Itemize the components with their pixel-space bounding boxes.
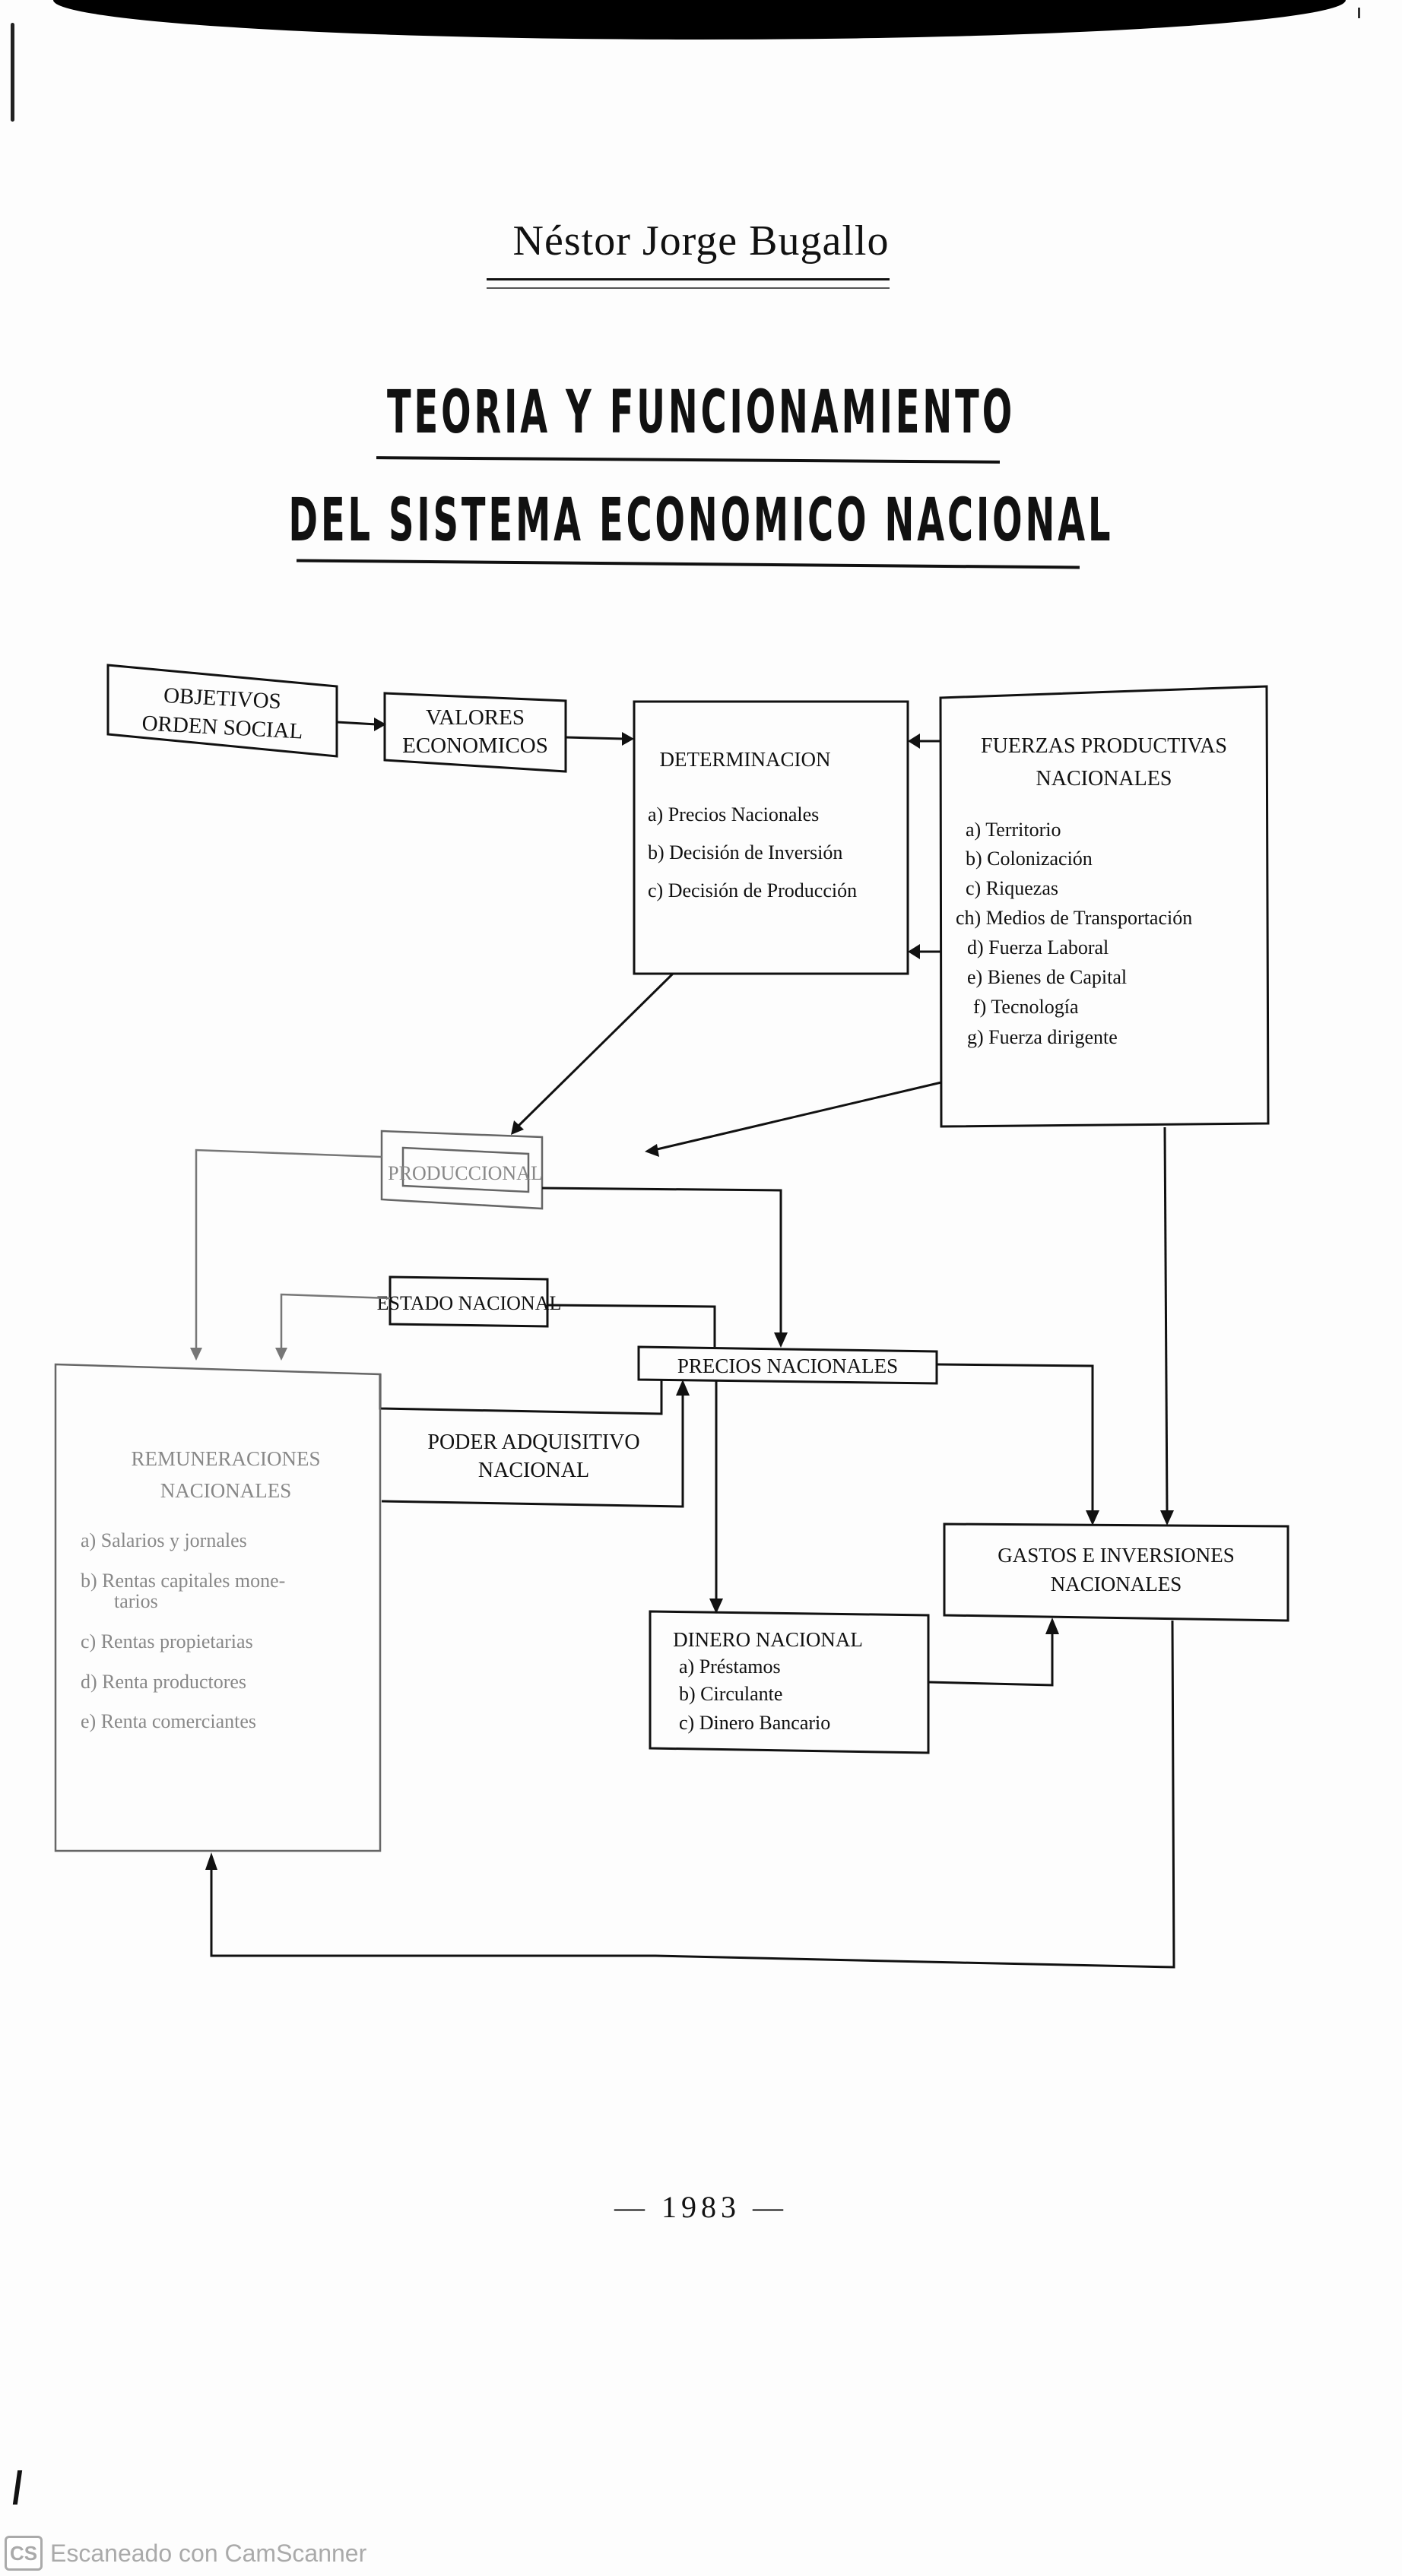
arrow-precios-gastos (936, 1363, 1094, 1513)
arrow-head (645, 1144, 659, 1157)
author-name: Néstor Jorge Bugallo (512, 217, 890, 265)
box-remuneraciones: REMUNERACIONES NACIONALES a) Salarios y … (54, 1363, 382, 1852)
publication-year: — 1983 — (614, 2190, 788, 2224)
remuneraciones-item: b) Rentas capitales mone- (81, 1570, 285, 1592)
fuerzas-item: e) Bienes de Capital (967, 966, 1127, 988)
arrow-head (205, 1852, 217, 1870)
valores-line1: VALORES (426, 705, 525, 730)
box-precios-nacionales: PRECIOS NACIONALES (637, 1345, 938, 1385)
arrow-produccional-remuneraciones (195, 1149, 382, 1349)
author-underline (487, 278, 890, 280)
gastos-line2: NACIONALES (1051, 1573, 1182, 1595)
poder-line2: NACIONAL (478, 1459, 589, 1482)
arrow-head (622, 732, 634, 746)
fuerzas-item: f) Tecnología (973, 996, 1079, 1018)
arrow-head (709, 1599, 723, 1614)
dinero-item: a) Préstamos (679, 1656, 781, 1678)
arrow-head (1160, 1510, 1174, 1526)
arrow-estado-remuneraciones (280, 1293, 391, 1349)
gastos-line1: GASTOS E INVERSIONES (998, 1544, 1235, 1567)
arrow-dinero-gastos (928, 1633, 1054, 1687)
determinacion-item: b) Decisión de Inversión (648, 841, 842, 863)
estado-label: ESTADO NACIONAL (377, 1292, 562, 1314)
produccional-label: PRODUCCIONAL (388, 1162, 543, 1184)
arrow-valores-determinacion (565, 736, 624, 740)
book-title-line1: TEORIA Y FUNCIONAMIENTO (386, 379, 1016, 447)
arrow-determinacion-produccional (515, 972, 674, 1129)
arrow-fuerzas-produccional (653, 1081, 942, 1152)
box-fuerzas-productivas: FUERZAS PRODUCTIVAS NACIONALES a) Territ… (939, 685, 1270, 1128)
fuerzas-item: g) Fuerza dirigente (967, 1026, 1118, 1048)
camscanner-watermark: CS Escaneado con CamScanner (5, 2536, 366, 2571)
watermark-text: Escaneado con CamScanner (50, 2539, 367, 2567)
arrow-head (1086, 1510, 1099, 1526)
fuerzas-item: b) Colonización (966, 848, 1093, 870)
determinacion-item: c) Decisión de Producción (648, 879, 857, 901)
arrow-head (190, 1348, 202, 1361)
fuerzas-item: c) Riquezas (966, 877, 1058, 899)
objetivos-line1: OBJETIVOS (163, 683, 281, 714)
arrow-head (774, 1332, 788, 1348)
line-remuneraciones-precios (379, 1374, 663, 1415)
determinacion-title: DETERMINACION (660, 748, 831, 771)
box-estado-nacional: ESTADO NACIONAL (377, 1275, 562, 1328)
box-objetivos: OBJETIVOS ORDEN SOCIAL (106, 664, 338, 758)
remuneraciones-item: d) Renta productores (81, 1671, 246, 1693)
remuneraciones-item: tarios (114, 1590, 158, 1612)
arrow-head (511, 1120, 524, 1135)
valores-line2: ECONOMICOS (402, 734, 548, 758)
fuerzas-item: d) Fuerza Laboral (967, 936, 1109, 958)
page-edge-mark (1358, 8, 1360, 18)
dinero-title: DINERO NACIONAL (673, 1628, 863, 1651)
fuerzas-item: a) Territorio (966, 819, 1061, 841)
arrow-head (676, 1380, 690, 1396)
remuneraciones-item: c) Rentas propietarias (81, 1630, 253, 1652)
arrow-head (908, 734, 920, 749)
dinero-item: b) Circulante (679, 1683, 782, 1705)
camscanner-logo-icon: CS (5, 2536, 43, 2571)
line-estado-precios (547, 1304, 716, 1347)
dinero-item: c) Dinero Bancario (679, 1712, 830, 1734)
arrow-head (275, 1348, 287, 1361)
box-determinacion: DETERMINACION a) Precios Nacionales b) D… (633, 700, 909, 975)
arrow-head (374, 718, 386, 731)
remuneraciones-title-line2: NACIONALES (160, 1479, 292, 1502)
arrow-head (908, 944, 920, 959)
fuerzas-item: ch) Medios de Transportación (956, 907, 1192, 929)
arrow-produccional-precios (541, 1187, 782, 1334)
arrow-head (1045, 1618, 1059, 1634)
book-title-line2: DEL SISTEMA ECONOMICO NACIONAL (288, 486, 1114, 555)
fuerzas-title-line1: FUERZAS PRODUCTIVAS (981, 734, 1227, 758)
remuneraciones-item: a) Salarios y jornales (81, 1529, 247, 1551)
box-gastos-inversiones: GASTOS E INVERSIONES NACIONALES (943, 1522, 1289, 1622)
fuerzas-title-line2: NACIONALES (1036, 767, 1172, 791)
arrow-objetivos-valores (336, 721, 377, 726)
remuneraciones-title-line1: REMUNERACIONES (131, 1447, 320, 1470)
remuneraciones-item: e) Renta comerciantes (81, 1710, 256, 1732)
poder-line1: PODER ADQUISITIVO (427, 1431, 639, 1454)
arrow-fuerzas-gastos (1163, 1126, 1169, 1513)
box-produccional: PRODUCCIONAL (380, 1130, 544, 1210)
arrow-poder-precios (381, 1395, 684, 1508)
author-underline (487, 287, 890, 289)
precios-label: PRECIOS NACIONALES (677, 1355, 898, 1377)
determinacion-item: a) Precios Nacionales (648, 803, 819, 825)
arrow-gastos-remuneraciones (210, 1620, 1175, 1969)
box-valores: VALORES ECONOMICOS (383, 692, 567, 773)
page-edge-mark (11, 23, 14, 122)
box-dinero-nacional: DINERO NACIONAL a) Préstamos b) Circulan… (649, 1610, 930, 1754)
